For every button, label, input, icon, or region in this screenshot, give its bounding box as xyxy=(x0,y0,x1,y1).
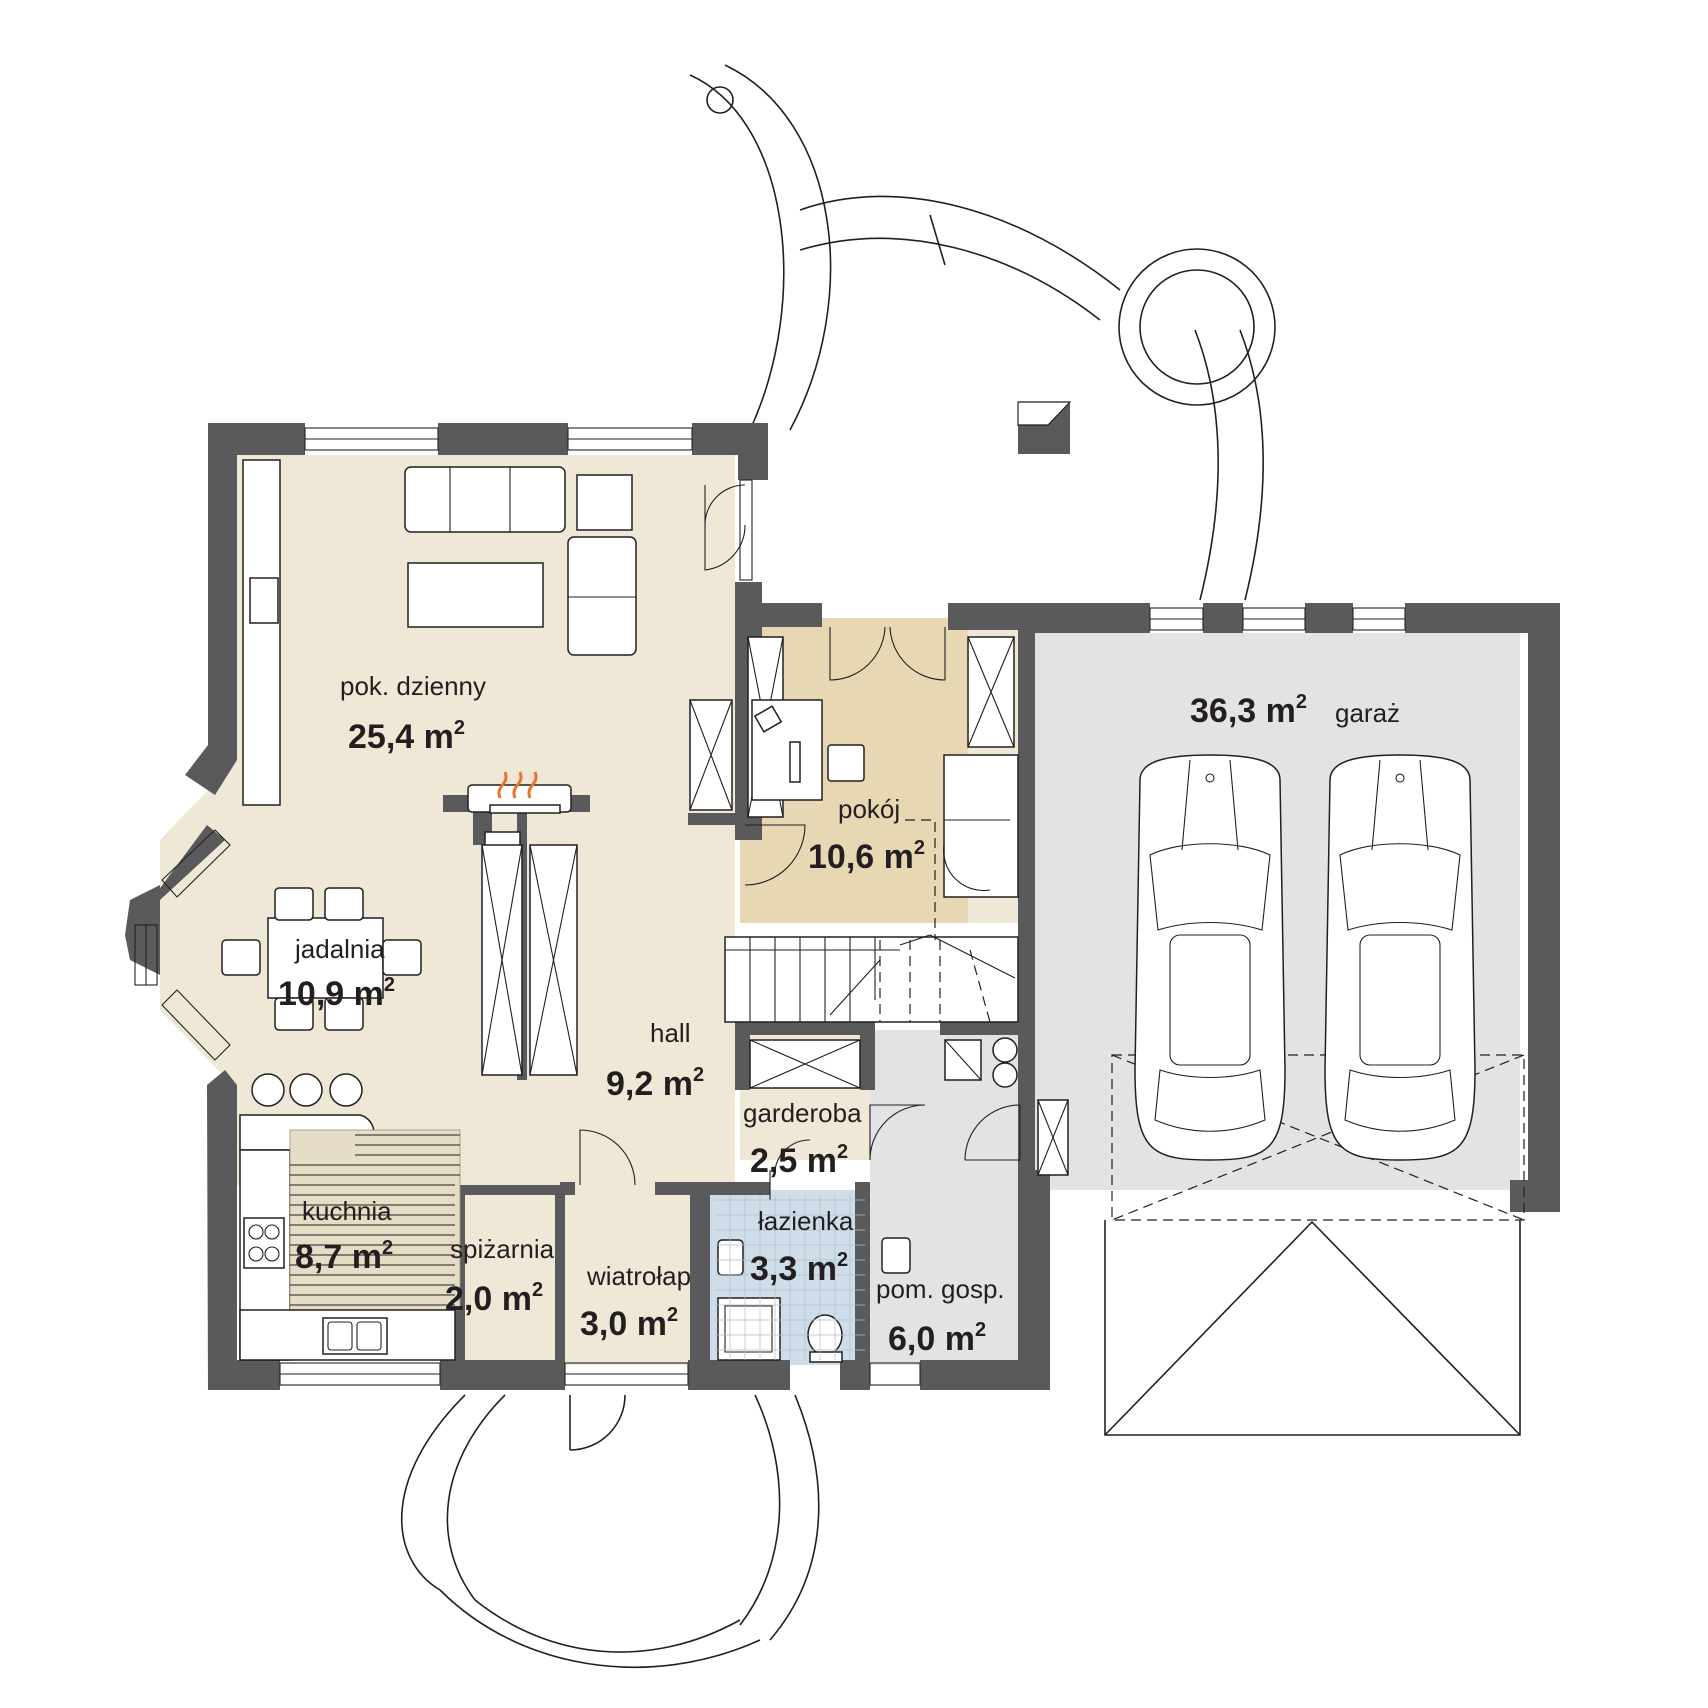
room-name-hall: hall xyxy=(650,1018,690,1048)
room-name-wiatrolap: wiatrołap xyxy=(586,1261,691,1291)
room-area-jadalnia: 10,9 m2 xyxy=(278,974,395,1013)
stove-icon xyxy=(243,1217,285,1269)
room-name-lazienka: łazienka xyxy=(758,1206,854,1236)
kitchen-furniture xyxy=(239,1073,461,1361)
windows xyxy=(134,427,1406,1386)
room-area-wiatrolap: 3,0 m2 xyxy=(580,1304,678,1343)
bathroom-tiles xyxy=(715,1195,865,1360)
room-name-kuchnia: kuchnia xyxy=(302,1196,392,1226)
utility-furniture xyxy=(881,1037,1069,1274)
room-name-garaz: garaż xyxy=(1335,698,1400,728)
car-icon xyxy=(1134,754,1286,1161)
kitchen-floor-lines xyxy=(290,1134,460,1306)
doors xyxy=(399,484,1021,1286)
room-name-garderoba: garderoba xyxy=(743,1098,862,1128)
staircase xyxy=(724,819,1019,1023)
room-area-pokoj: 10,6 m2 xyxy=(808,837,925,876)
garden-path-bottom xyxy=(400,1394,820,1669)
study-furniture xyxy=(747,636,1019,898)
room-labels: pok. dzienny 25,4 m2 jadalnia 10,9 m2 ha… xyxy=(278,671,1400,1358)
room-area-spizarnia: 2,0 m2 xyxy=(445,1279,543,1318)
wardrobe xyxy=(749,1039,861,1171)
car-icon-2 xyxy=(1324,754,1476,1161)
room-area-garaz: 36,3 m2 xyxy=(1190,691,1307,730)
room-name-pom-gosp: pom. gosp. xyxy=(876,1274,1005,1304)
dining-furniture xyxy=(221,887,422,1031)
room-name-pokoj: pokój xyxy=(838,794,900,824)
room-area-pom-gosp: 6,0 m2 xyxy=(888,1319,986,1358)
room-area-pok-dzienny: 25,4 m2 xyxy=(348,717,465,756)
fireplace-icon xyxy=(497,771,538,799)
room-name-spizarnia: spiżarnia xyxy=(450,1234,555,1264)
room-name-pok-dzienny: pok. dzienny xyxy=(340,671,486,701)
room-area-garderoba: 2,5 m2 xyxy=(750,1141,848,1180)
living-furniture xyxy=(242,459,733,1076)
room-area-kuchnia: 8,7 m2 xyxy=(295,1237,393,1276)
room-name-jadalnia: jadalnia xyxy=(294,934,385,964)
room-area-hall: 9,2 m2 xyxy=(606,1064,704,1103)
garden-path-top xyxy=(689,64,1276,601)
sink-icon xyxy=(322,1317,388,1355)
bathroom-fixtures xyxy=(715,1195,865,1363)
room-area-lazienka: 3,3 m2 xyxy=(750,1249,848,1288)
